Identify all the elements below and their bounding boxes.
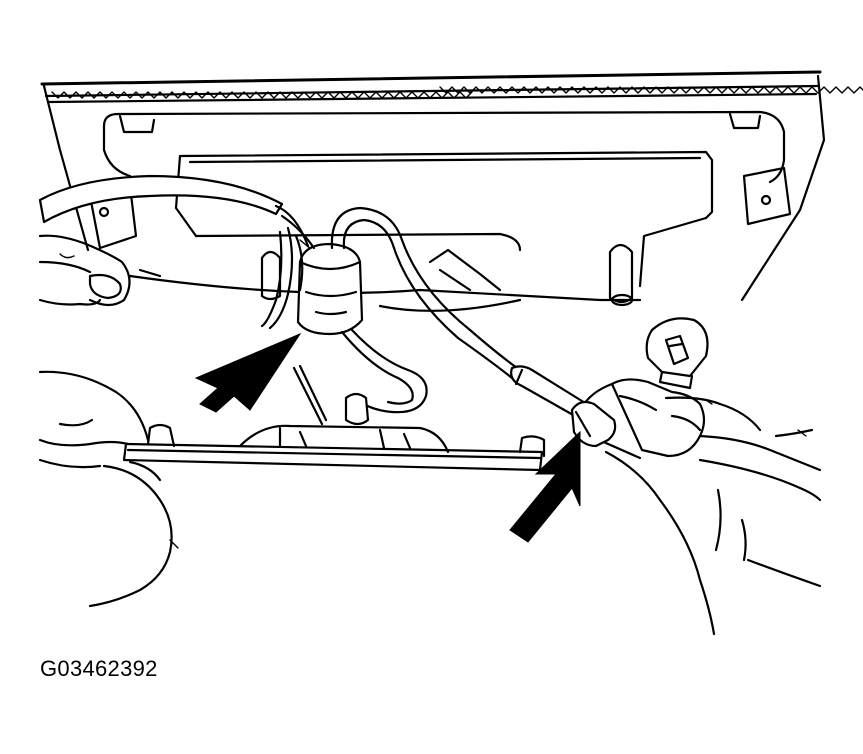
arrow-to-plug <box>509 430 581 543</box>
wiring-harness <box>260 204 522 426</box>
right-hand <box>578 378 822 636</box>
wire-plug <box>570 400 617 448</box>
lens-serration <box>51 86 863 99</box>
wedge-bulb <box>645 317 709 390</box>
bulb-socket <box>296 242 364 336</box>
lamp-lens-panel <box>122 423 546 472</box>
left-hand-lower <box>38 370 179 608</box>
lamp-housing <box>40 70 863 312</box>
arrow-to-socket <box>194 332 302 413</box>
left-hand-upper <box>38 174 284 307</box>
figure-id-label: G03462392 <box>40 656 158 681</box>
